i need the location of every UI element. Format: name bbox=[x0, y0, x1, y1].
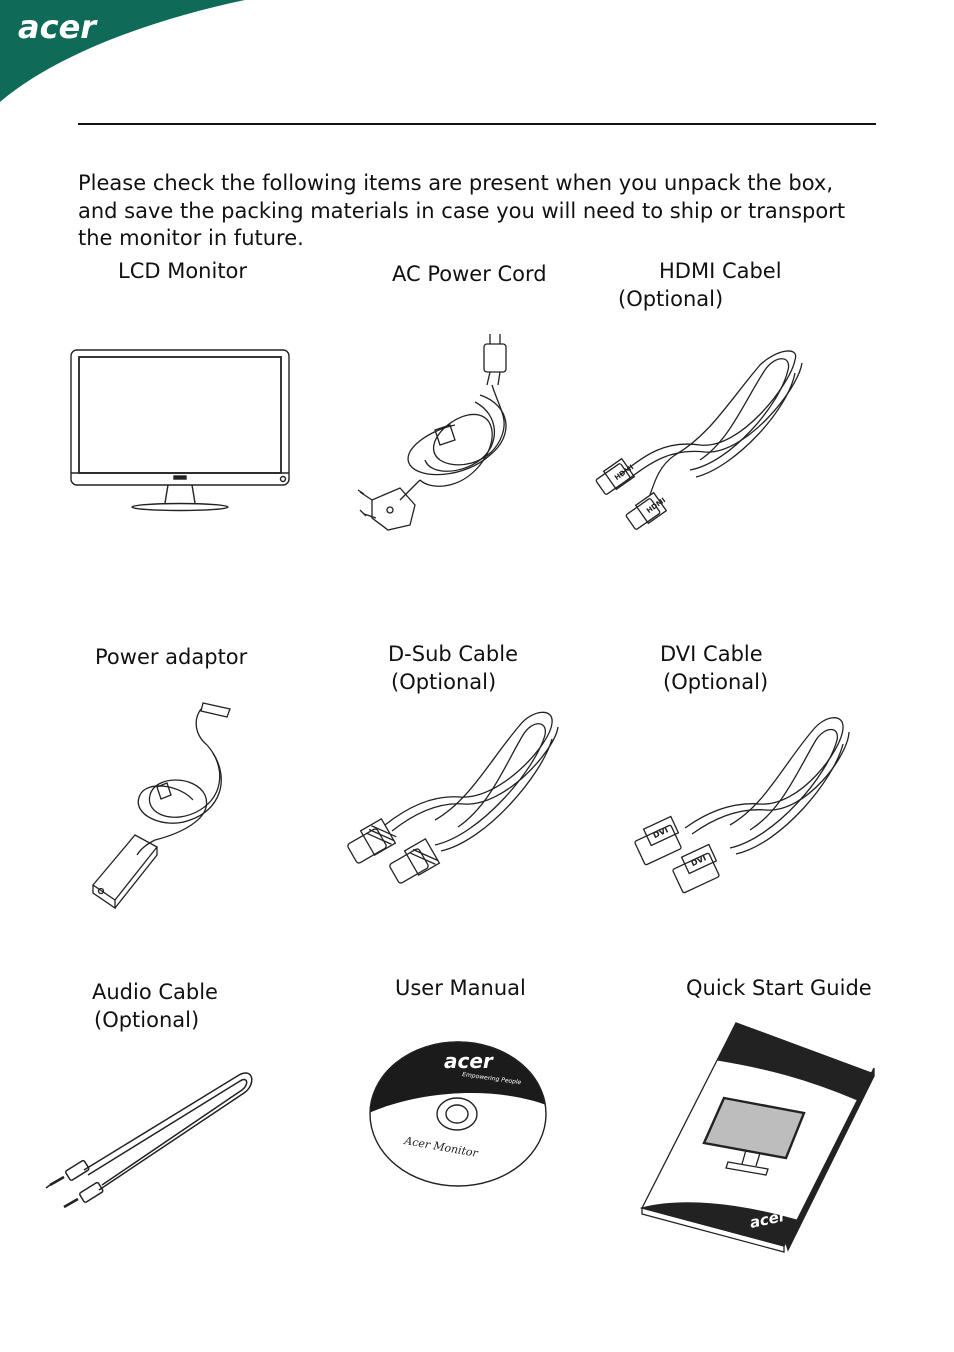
dsub-cable-illustration bbox=[340, 705, 560, 890]
item-label-audio-cable: Audio Cable (Optional) bbox=[92, 980, 218, 1032]
hdmi-cable-illustration: HDMI HDMI bbox=[590, 345, 810, 535]
power-adaptor-illustration bbox=[85, 695, 245, 910]
item-label-quick-start-guide: Quick Start Guide bbox=[686, 976, 872, 1000]
item-label-hdmi-cable: HDMI Cabel (Optional) bbox=[618, 259, 782, 311]
item-label-dsub-cable: D-Sub Cable (Optional) bbox=[388, 642, 519, 694]
item-label-ac-power-cord: AC Power Cord bbox=[392, 262, 547, 286]
cd-acer-logo: acer bbox=[444, 1049, 494, 1073]
header-rule bbox=[78, 123, 876, 125]
brand-corner: acer bbox=[0, 0, 260, 110]
acer-logo: acer bbox=[18, 8, 98, 46]
item-label-lcd-monitor: LCD Monitor bbox=[118, 259, 248, 283]
item-label-user-manual: User Manual bbox=[395, 976, 526, 1000]
user-manual-cd-illustration: acer Empowering People Acer Monitor bbox=[362, 1038, 554, 1190]
intro-paragraph: Please check the following items are pre… bbox=[78, 171, 846, 250]
audio-cable-illustration bbox=[44, 1065, 259, 1210]
dvi-cable-illustration: DVI DVI bbox=[630, 710, 850, 895]
item-label-power-adaptor: Power adaptor bbox=[95, 645, 248, 669]
item-label-dvi-cable: DVI Cable (Optional) bbox=[660, 642, 769, 694]
quick-start-guide-illustration: acer bbox=[636, 1018, 881, 1258]
brand-swoosh bbox=[0, 0, 245, 102]
lcd-monitor-illustration bbox=[68, 345, 294, 515]
ac-power-cord-illustration bbox=[350, 330, 530, 535]
